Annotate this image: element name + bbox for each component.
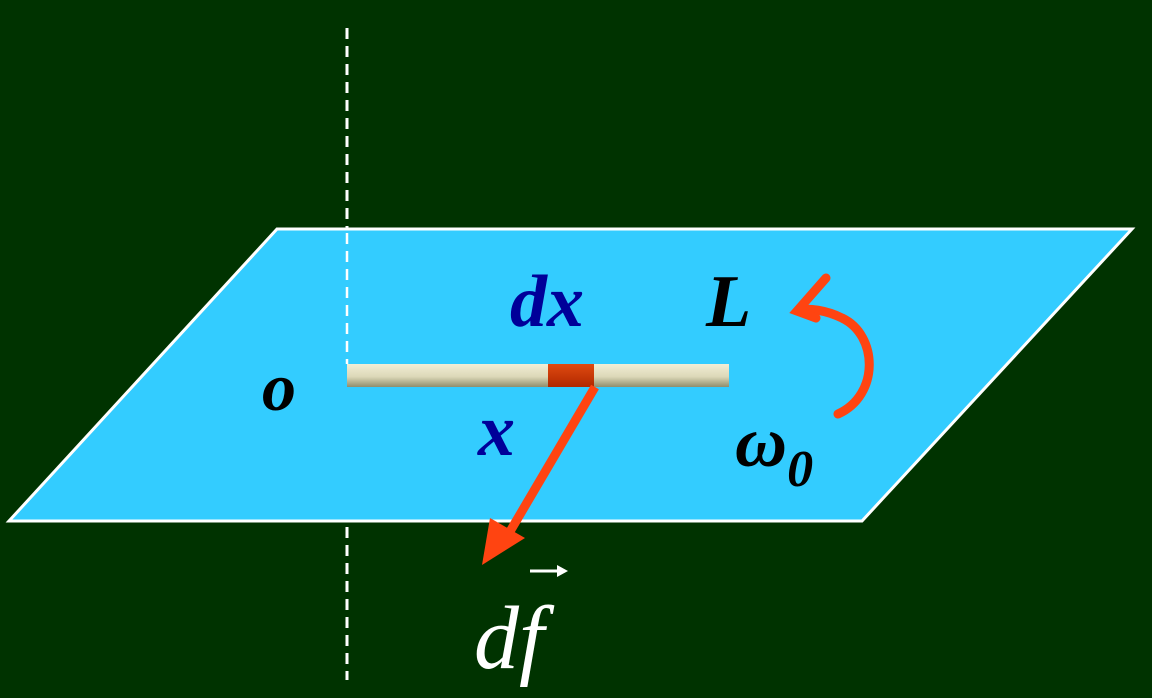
rod [347, 364, 729, 387]
position-x-label: x [477, 390, 515, 472]
rod-element-dx [548, 364, 594, 387]
force-arrow [482, 384, 599, 565]
curved-arrow-icon [789, 273, 874, 419]
origin-label: o [262, 349, 296, 425]
vector-arrow-icon [530, 565, 568, 577]
force-df-label: df [474, 589, 555, 688]
omega-label: ω0 [735, 402, 813, 498]
length-label: L [705, 261, 751, 343]
omega-symbol: ω [735, 402, 787, 482]
omega-subscript: 0 [787, 441, 813, 498]
dx-label: dx [510, 261, 584, 343]
